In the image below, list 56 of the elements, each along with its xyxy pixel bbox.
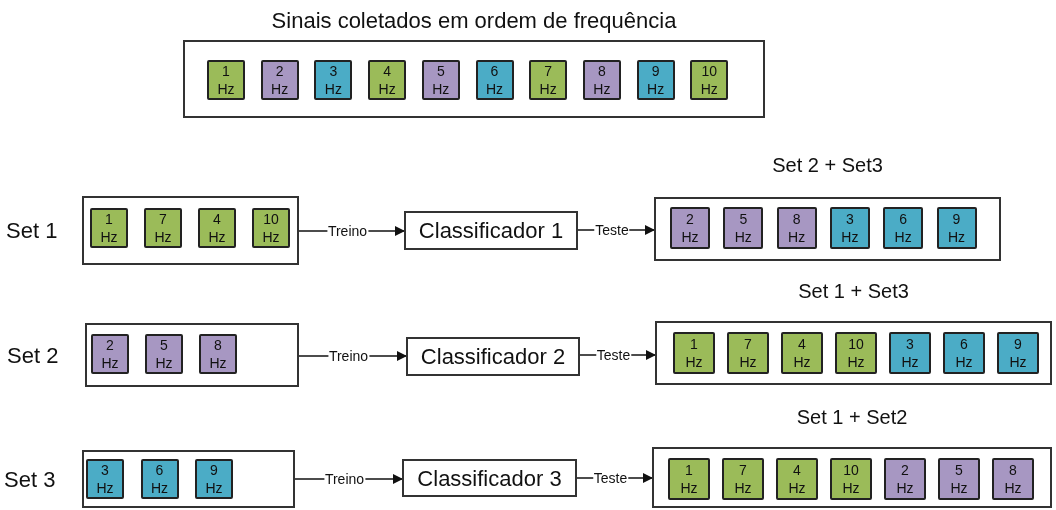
signal-square: 8 Hz xyxy=(992,458,1034,500)
signal-square: 2 Hz xyxy=(260,60,299,100)
signal-square: 6 Hz xyxy=(475,60,514,100)
signal-square: 5 Hz xyxy=(723,207,764,249)
signal-square: 8 Hz xyxy=(776,207,817,249)
signal-square: 4 Hz xyxy=(781,332,823,374)
signal-square: 3 Hz xyxy=(86,459,124,499)
signal-square: 3 Hz xyxy=(889,332,931,374)
signal-square: 10 Hz xyxy=(835,332,877,374)
signal-square: 10 Hz xyxy=(690,60,729,100)
signal-square: 9 Hz xyxy=(195,459,233,499)
edge-label: Treino xyxy=(327,348,370,364)
signal-square: 5 Hz xyxy=(145,334,183,374)
signal-square: 8 Hz xyxy=(199,334,237,374)
signal-square: 1 Hz xyxy=(90,208,128,248)
signal-square: 2 Hz xyxy=(884,458,926,500)
signal-square: 8 Hz xyxy=(582,60,621,100)
signal-square: 7 Hz xyxy=(722,458,764,500)
classifier-box: Classificador 3 xyxy=(402,459,577,497)
edge-label: Teste xyxy=(592,470,629,486)
signal-square: 9 Hz xyxy=(636,60,675,100)
signal-square: 6 Hz xyxy=(943,332,985,374)
edge-label: Treino xyxy=(326,223,369,239)
group-heading: Set 3 xyxy=(4,465,56,494)
group-heading: Set 2 + Set3 xyxy=(772,153,883,178)
classifier-box: Classificador 1 xyxy=(404,211,578,250)
signal-square: 4 Hz xyxy=(368,60,407,100)
group-heading: Sinais coletados em ordem de frequência xyxy=(271,6,677,35)
group-heading: Set 2 xyxy=(7,341,59,370)
signal-square: 2 Hz xyxy=(91,334,129,374)
signal-square: 7 Hz xyxy=(144,208,182,248)
signal-square: 10 Hz xyxy=(252,208,290,248)
signal-square: 10 Hz xyxy=(830,458,872,500)
group-heading: Set 1 + Set2 xyxy=(796,405,908,430)
signal-square: 4 Hz xyxy=(776,458,818,500)
signal-square: 9 Hz xyxy=(997,332,1039,374)
signal-square: 7 Hz xyxy=(529,60,568,100)
signal-square: 4 Hz xyxy=(198,208,236,248)
signal-square: 2 Hz xyxy=(670,207,710,249)
group-heading: Set 1 xyxy=(6,217,58,245)
signal-square: 3 Hz xyxy=(314,60,353,100)
signal-square: 9 Hz xyxy=(936,207,977,249)
edge-label: Teste xyxy=(595,347,632,363)
signal-square: 5 Hz xyxy=(938,458,980,500)
signal-square: 6 Hz xyxy=(140,459,179,499)
signal-square: 6 Hz xyxy=(883,207,924,249)
signal-square: 3 Hz xyxy=(829,207,870,249)
group-heading: Set 1 + Set3 xyxy=(798,279,909,304)
signal-square: 1 Hz xyxy=(668,458,710,500)
edge-label: Treino xyxy=(323,471,366,487)
classifier-box: Classificador 2 xyxy=(406,337,580,376)
signal-square: 1 Hz xyxy=(673,332,715,374)
signal-square: 7 Hz xyxy=(727,332,769,374)
signal-square: 5 Hz xyxy=(421,60,460,100)
signal-square: 1 Hz xyxy=(207,60,245,100)
edge-label: Teste xyxy=(594,222,630,238)
